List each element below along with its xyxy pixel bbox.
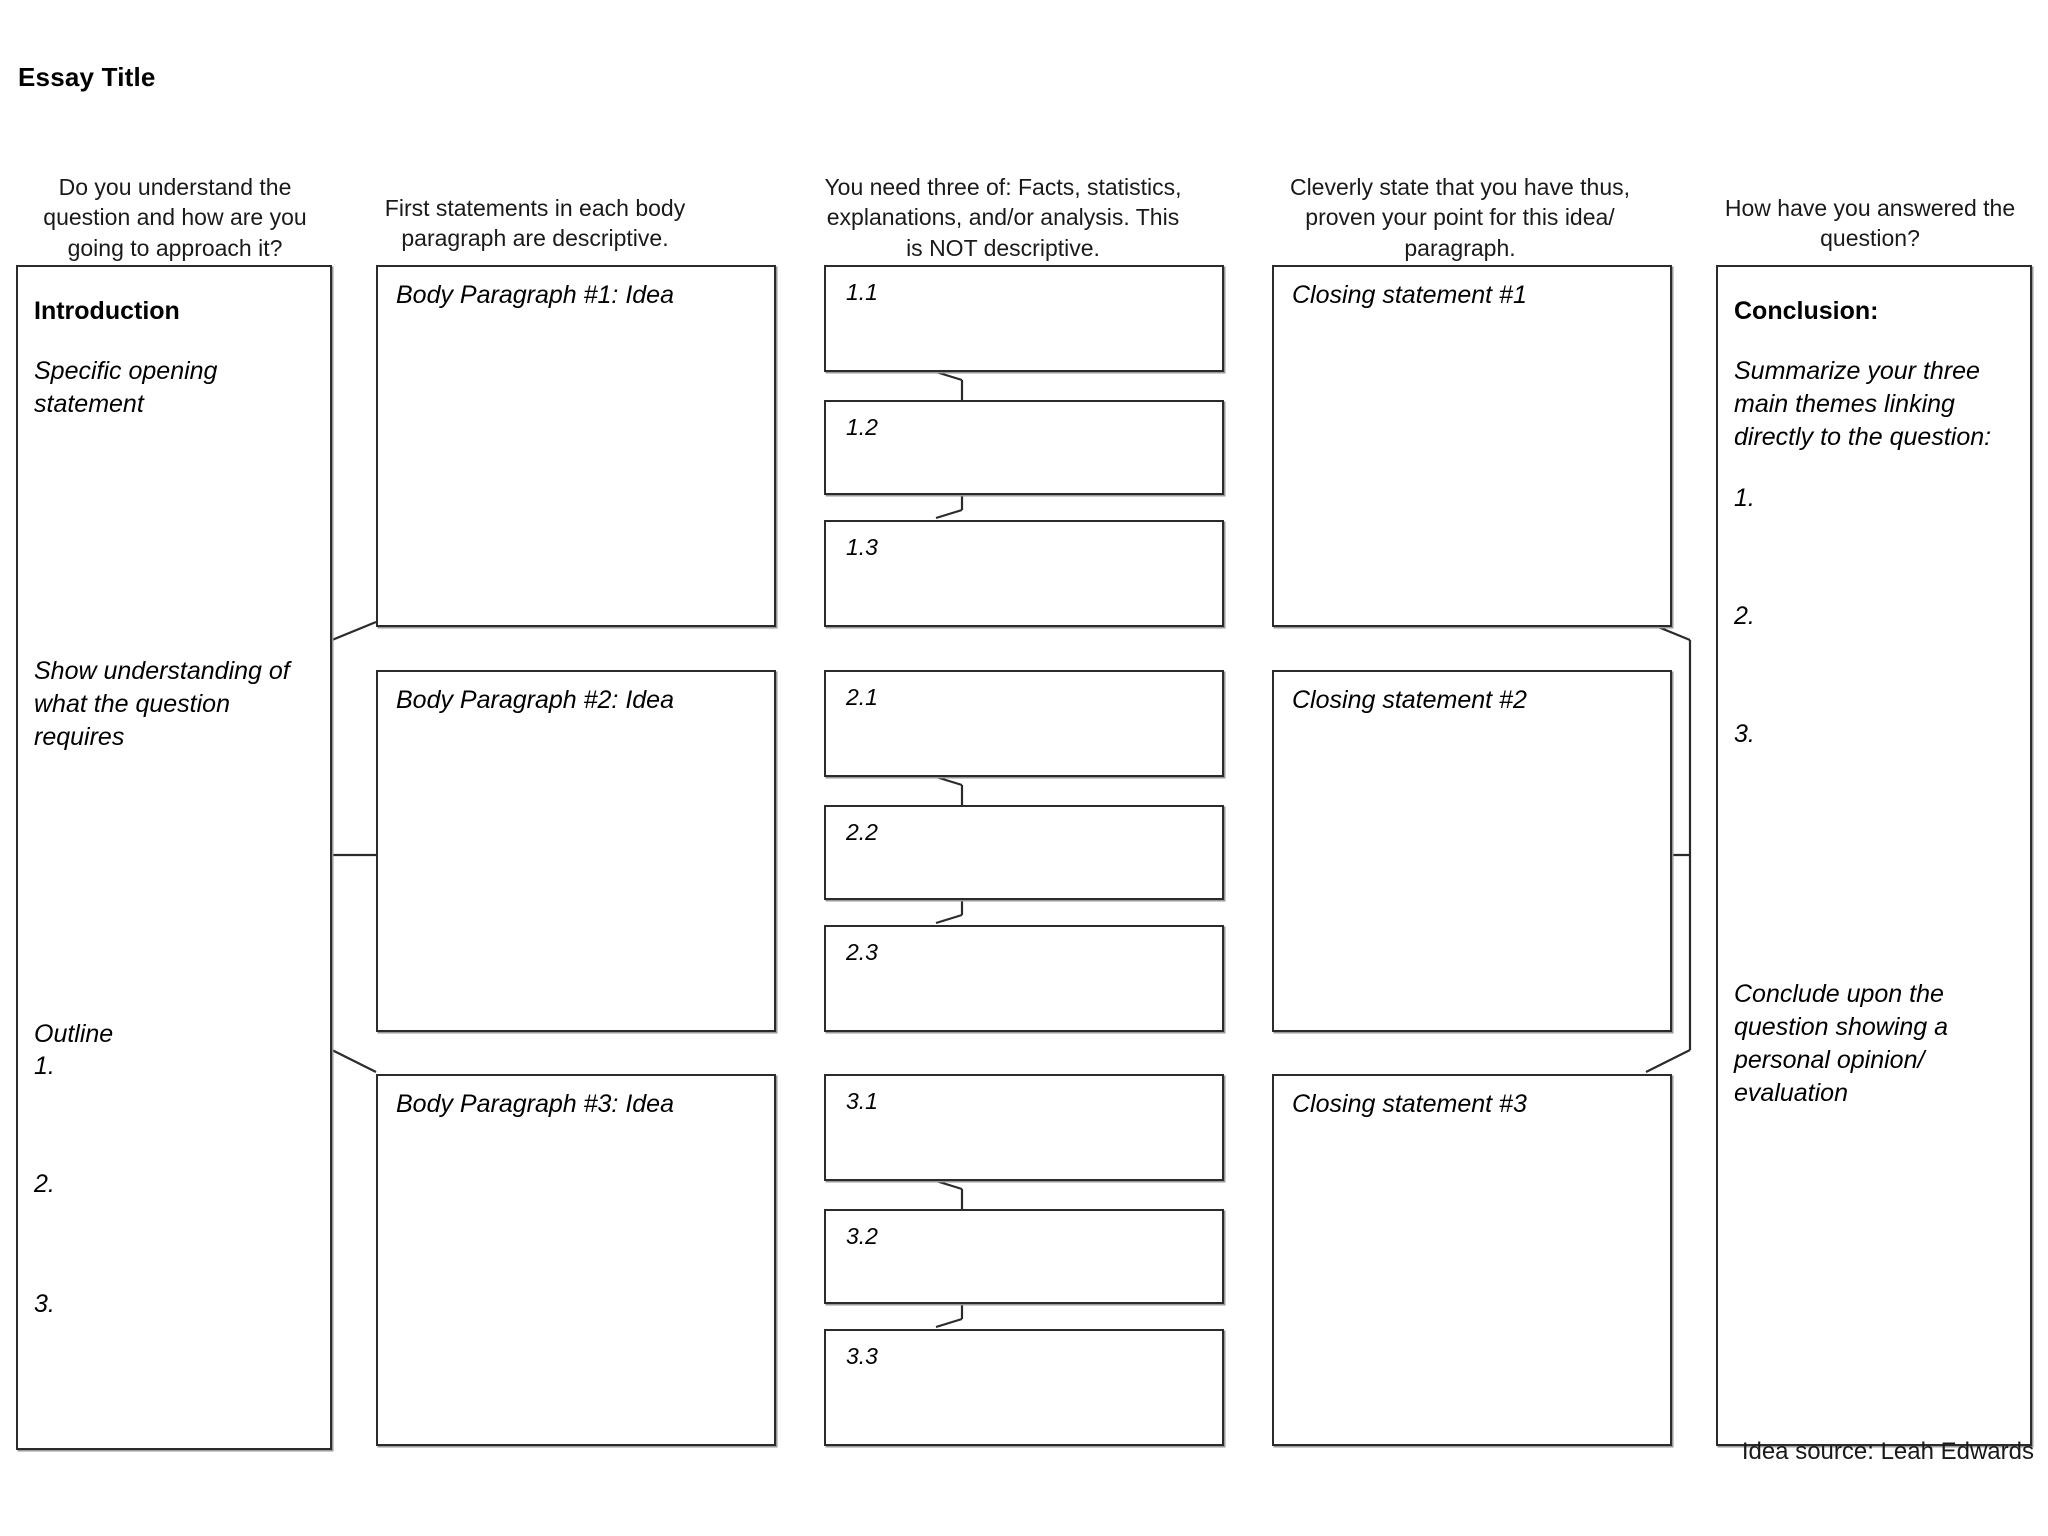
evidence-label-3-3: 3.3: [846, 1343, 878, 1369]
evidence-label-2-2: 2.2: [846, 819, 878, 845]
introduction-understanding-note: Show understanding of what the question …: [34, 657, 290, 751]
evidence-box-1-1[interactable]: 1.1: [824, 265, 1224, 372]
introduction-box[interactable]: [16, 265, 332, 1450]
body-paragraph-2-label: Body Paragraph #2: Idea: [396, 686, 674, 714]
conclusion-item-3: 3.: [1734, 720, 1755, 748]
conclusion-box[interactable]: [1716, 265, 2032, 1446]
evidence-label-2-3: 2.3: [846, 939, 878, 965]
idea-source-credit: Idea source: Leah Edwards: [1741, 1438, 2034, 1465]
evidence-label-1-3: 1.3: [846, 534, 878, 560]
page-title: Essay Title: [18, 62, 156, 92]
introduction-outline-heading: Outline: [34, 1020, 114, 1048]
evidence-label-2-1: 2.1: [846, 684, 878, 710]
conclusion-final-note: Conclude upon the question showing a per…: [1734, 980, 1949, 1107]
evidence-label-1-1: 1.1: [846, 279, 878, 305]
column-header-body-topic-sentences: First statements in each body paragraph …: [384, 195, 686, 252]
evidence-box-3-2[interactable]: 3.2: [824, 1209, 1224, 1304]
closing-statement-3-label: Closing statement #3: [1292, 1090, 1527, 1118]
evidence-box-1-3[interactable]: 1.3: [824, 520, 1224, 627]
body-paragraph-2-box[interactable]: Body Paragraph #2: Idea: [376, 670, 776, 1032]
body-paragraph-3-label: Body Paragraph #3: Idea: [396, 1090, 674, 1118]
body-paragraph-3-box[interactable]: Body Paragraph #3: Idea: [376, 1074, 776, 1446]
column-header-closing-statements: Cleverly state that you have thus, prove…: [1289, 174, 1631, 261]
column-header-evidence: You need three of: Facts, statistics, ex…: [824, 174, 1182, 261]
closing-statement-1-label: Closing statement #1: [1292, 281, 1527, 309]
closing-statement-3-box[interactable]: Closing statement #3: [1272, 1074, 1672, 1446]
evidence-box-3-1[interactable]: 3.1: [824, 1074, 1224, 1181]
introduction-outline-item-1: 1.: [34, 1052, 55, 1080]
introduction-heading: Introduction: [34, 297, 180, 325]
evidence-label-1-2: 1.2: [846, 414, 878, 440]
conclusion-item-1: 1.: [1734, 484, 1755, 512]
closing-statement-2-label: Closing statement #2: [1292, 686, 1527, 714]
evidence-label-3-1: 3.1: [846, 1088, 878, 1114]
body-paragraph-1-label: Body Paragraph #1: Idea: [396, 281, 674, 309]
introduction-outline-item-3: 3.: [34, 1290, 55, 1318]
evidence-box-2-1[interactable]: 2.1: [824, 670, 1224, 777]
closing-statement-2-box[interactable]: Closing statement #2: [1272, 670, 1672, 1032]
closing-statement-1-box[interactable]: Closing statement #1: [1272, 265, 1672, 627]
conclusion-summary-note: Summarize your three main themes linking…: [1734, 357, 1992, 451]
conclusion-heading: Conclusion:: [1734, 297, 1879, 325]
evidence-box-2-3[interactable]: 2.3: [824, 925, 1224, 1032]
evidence-box-3-3[interactable]: 3.3: [824, 1329, 1224, 1446]
introduction-opening-note: Specific opening statement: [34, 357, 218, 418]
evidence-box-2-2[interactable]: 2.2: [824, 805, 1224, 900]
body-paragraph-1-box[interactable]: Body Paragraph #1: Idea: [376, 265, 776, 627]
introduction-outline-item-2: 2.: [34, 1170, 55, 1198]
conclusion-item-2: 2.: [1734, 602, 1755, 630]
column-header-conclusion: How have you answered the question?: [1724, 195, 2016, 252]
evidence-box-1-2[interactable]: 1.2: [824, 400, 1224, 495]
evidence-label-3-2: 3.2: [846, 1223, 878, 1249]
column-header-introduction: Do you understand the question and how a…: [43, 174, 307, 261]
